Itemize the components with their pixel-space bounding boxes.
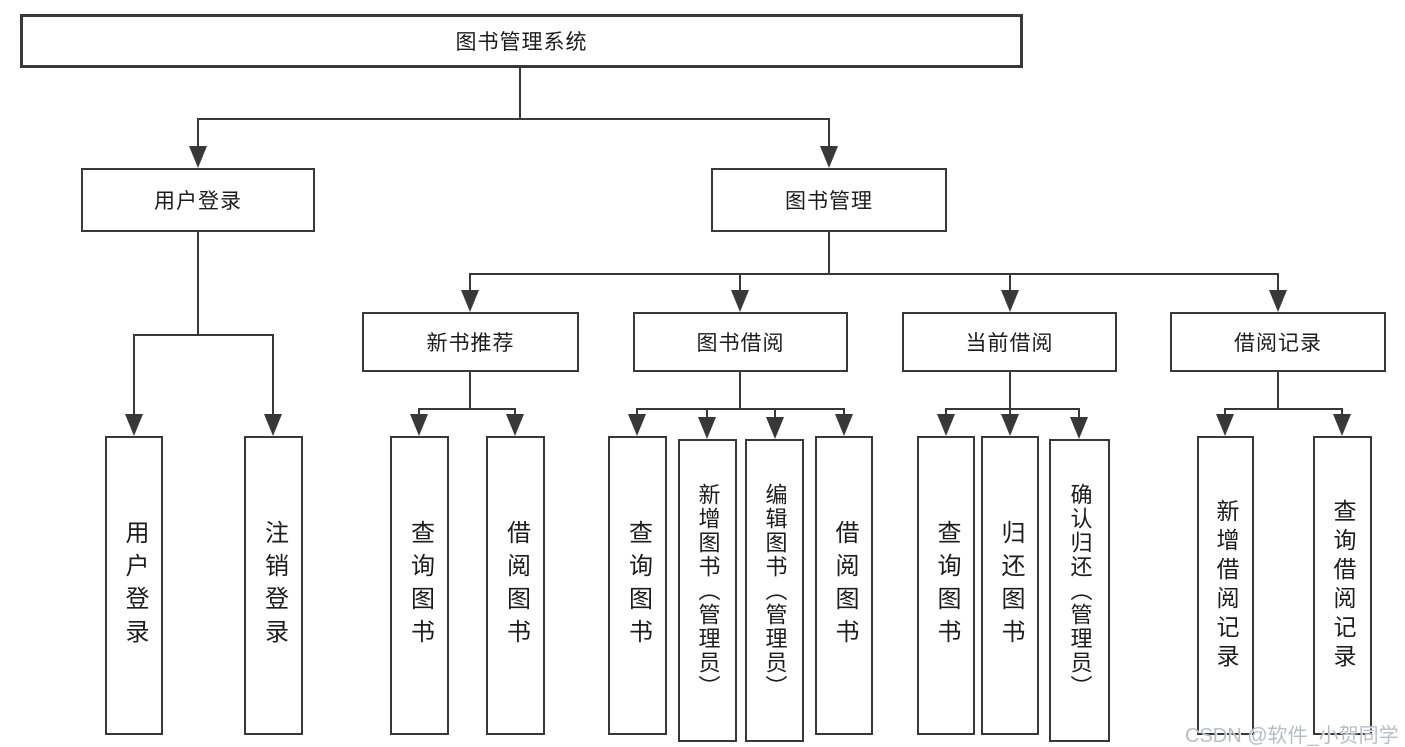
node-label: 借阅图书 <box>831 519 858 652</box>
connector-stem <box>418 408 420 416</box>
node-label: 图书管理 <box>785 190 873 213</box>
node-label: 借阅记录 <box>1234 332 1322 355</box>
arrowhead-down <box>835 414 853 436</box>
connector-book-mgmt-stem <box>828 232 830 273</box>
node-return-books: 归还图书 <box>981 436 1039 735</box>
connector-stem <box>774 408 776 419</box>
connector-stem <box>469 372 471 408</box>
node-label: 图书管理系统 <box>455 31 588 54</box>
arrowhead-down <box>264 414 282 436</box>
arrowhead-down <box>1001 414 1019 436</box>
node-label: 当前借阅 <box>965 332 1054 355</box>
connector-stem <box>1078 408 1080 419</box>
connector-stem <box>1009 273 1011 290</box>
connector-stem <box>1341 408 1343 416</box>
node-label: 查询图书 <box>933 519 960 652</box>
node-label: 新增图书（管理员） <box>695 482 721 699</box>
connector-stem <box>197 118 199 146</box>
node-edit-books-admin: 编辑图书（管理员） <box>745 439 804 742</box>
arrowhead-down <box>698 417 716 439</box>
node-query-borrow-record: 查询借阅记录 <box>1313 436 1372 735</box>
connector-stem <box>1224 408 1226 416</box>
watermark: CSDN @软件_小贺同学 <box>1185 725 1399 747</box>
node-query-books: 查询图书 <box>917 436 975 735</box>
connector-stem <box>739 372 741 408</box>
node-query-books: 查询图书 <box>390 436 449 735</box>
node-label: 注销登录 <box>260 519 288 652</box>
node-label: 查询图书 <box>624 519 652 652</box>
arrowhead-down <box>820 146 838 168</box>
connector-stem <box>706 408 708 419</box>
node-label: 确认归还（管理员） <box>1067 482 1093 699</box>
arrowhead-down <box>461 290 479 312</box>
node-confirm-return-admin: 确认归还（管理员） <box>1049 439 1110 742</box>
arrowhead-down <box>1070 417 1088 439</box>
node-label: 查询图书 <box>406 519 434 652</box>
node-borrow-books: 借阅图书 <box>815 436 873 735</box>
node-borrowing-records: 借阅记录 <box>1170 312 1386 372</box>
connector-stem <box>828 118 830 146</box>
node-label: 新增借阅记录 <box>1213 498 1239 673</box>
connector-bar <box>418 408 516 410</box>
connector-stem <box>636 408 638 416</box>
node-label: 图书借阅 <box>696 332 785 355</box>
node-query-books: 查询图书 <box>608 436 667 735</box>
node-user-login: 用户登录 <box>81 168 315 232</box>
connector-stem <box>133 334 135 414</box>
connector-stem <box>1009 372 1011 408</box>
arrowhead-down <box>506 414 524 436</box>
connector-bar <box>636 408 845 410</box>
arrowhead-down <box>1269 290 1287 312</box>
node-current-borrowing: 当前借阅 <box>902 312 1117 372</box>
node-label: 新书推荐 <box>426 332 515 355</box>
connector-root-stem <box>519 68 521 118</box>
arrowhead-down <box>731 290 749 312</box>
connector-stem <box>739 273 741 290</box>
node-library-management-system: 图书管理系统 <box>20 14 1023 68</box>
arrowhead-down <box>628 414 646 436</box>
node-borrow-books: 借阅图书 <box>486 436 545 735</box>
arrowhead-down <box>189 146 207 168</box>
node-label: 用户登录 <box>154 190 242 213</box>
connector-stem <box>272 334 274 414</box>
arrowhead-down <box>766 417 784 439</box>
arrowhead-down <box>410 414 428 436</box>
connector-user-login-stem <box>197 232 199 334</box>
connector-stem <box>469 273 471 290</box>
node-label: 用户登录 <box>121 519 148 652</box>
node-add-borrow-record: 新增借阅记录 <box>1197 436 1254 735</box>
arrowhead-down <box>1333 414 1351 436</box>
connector-level3-bar <box>469 273 1279 275</box>
connector-level2-bar <box>197 118 830 120</box>
node-logout: 注销登录 <box>244 436 303 735</box>
node-label: 查询借阅记录 <box>1330 498 1356 673</box>
connector-user-login-bar <box>133 334 274 336</box>
node-book-borrowing: 图书借阅 <box>633 312 848 372</box>
node-book-management: 图书管理 <box>711 168 947 232</box>
connector-stem <box>1277 372 1279 408</box>
node-label: 借阅图书 <box>502 519 530 652</box>
node-add-books-admin: 新增图书（管理员） <box>678 439 737 742</box>
connector-bar <box>945 408 1080 410</box>
connector-stem <box>1277 273 1279 290</box>
arrowhead-down <box>125 414 143 436</box>
node-new-book-recommend: 新书推荐 <box>362 312 579 372</box>
connector-stem <box>843 408 845 416</box>
node-user-login-leaf: 用户登录 <box>105 436 163 735</box>
arrowhead-down <box>1001 290 1019 312</box>
connector-bar <box>1224 408 1343 410</box>
arrowhead-down <box>1216 414 1234 436</box>
node-label: 归还图书 <box>997 519 1024 652</box>
node-label: 编辑图书（管理员） <box>762 482 788 699</box>
connector-stem <box>514 408 516 416</box>
arrowhead-down <box>937 414 955 436</box>
connector-stem <box>945 408 947 416</box>
connector-stem <box>1009 408 1011 416</box>
